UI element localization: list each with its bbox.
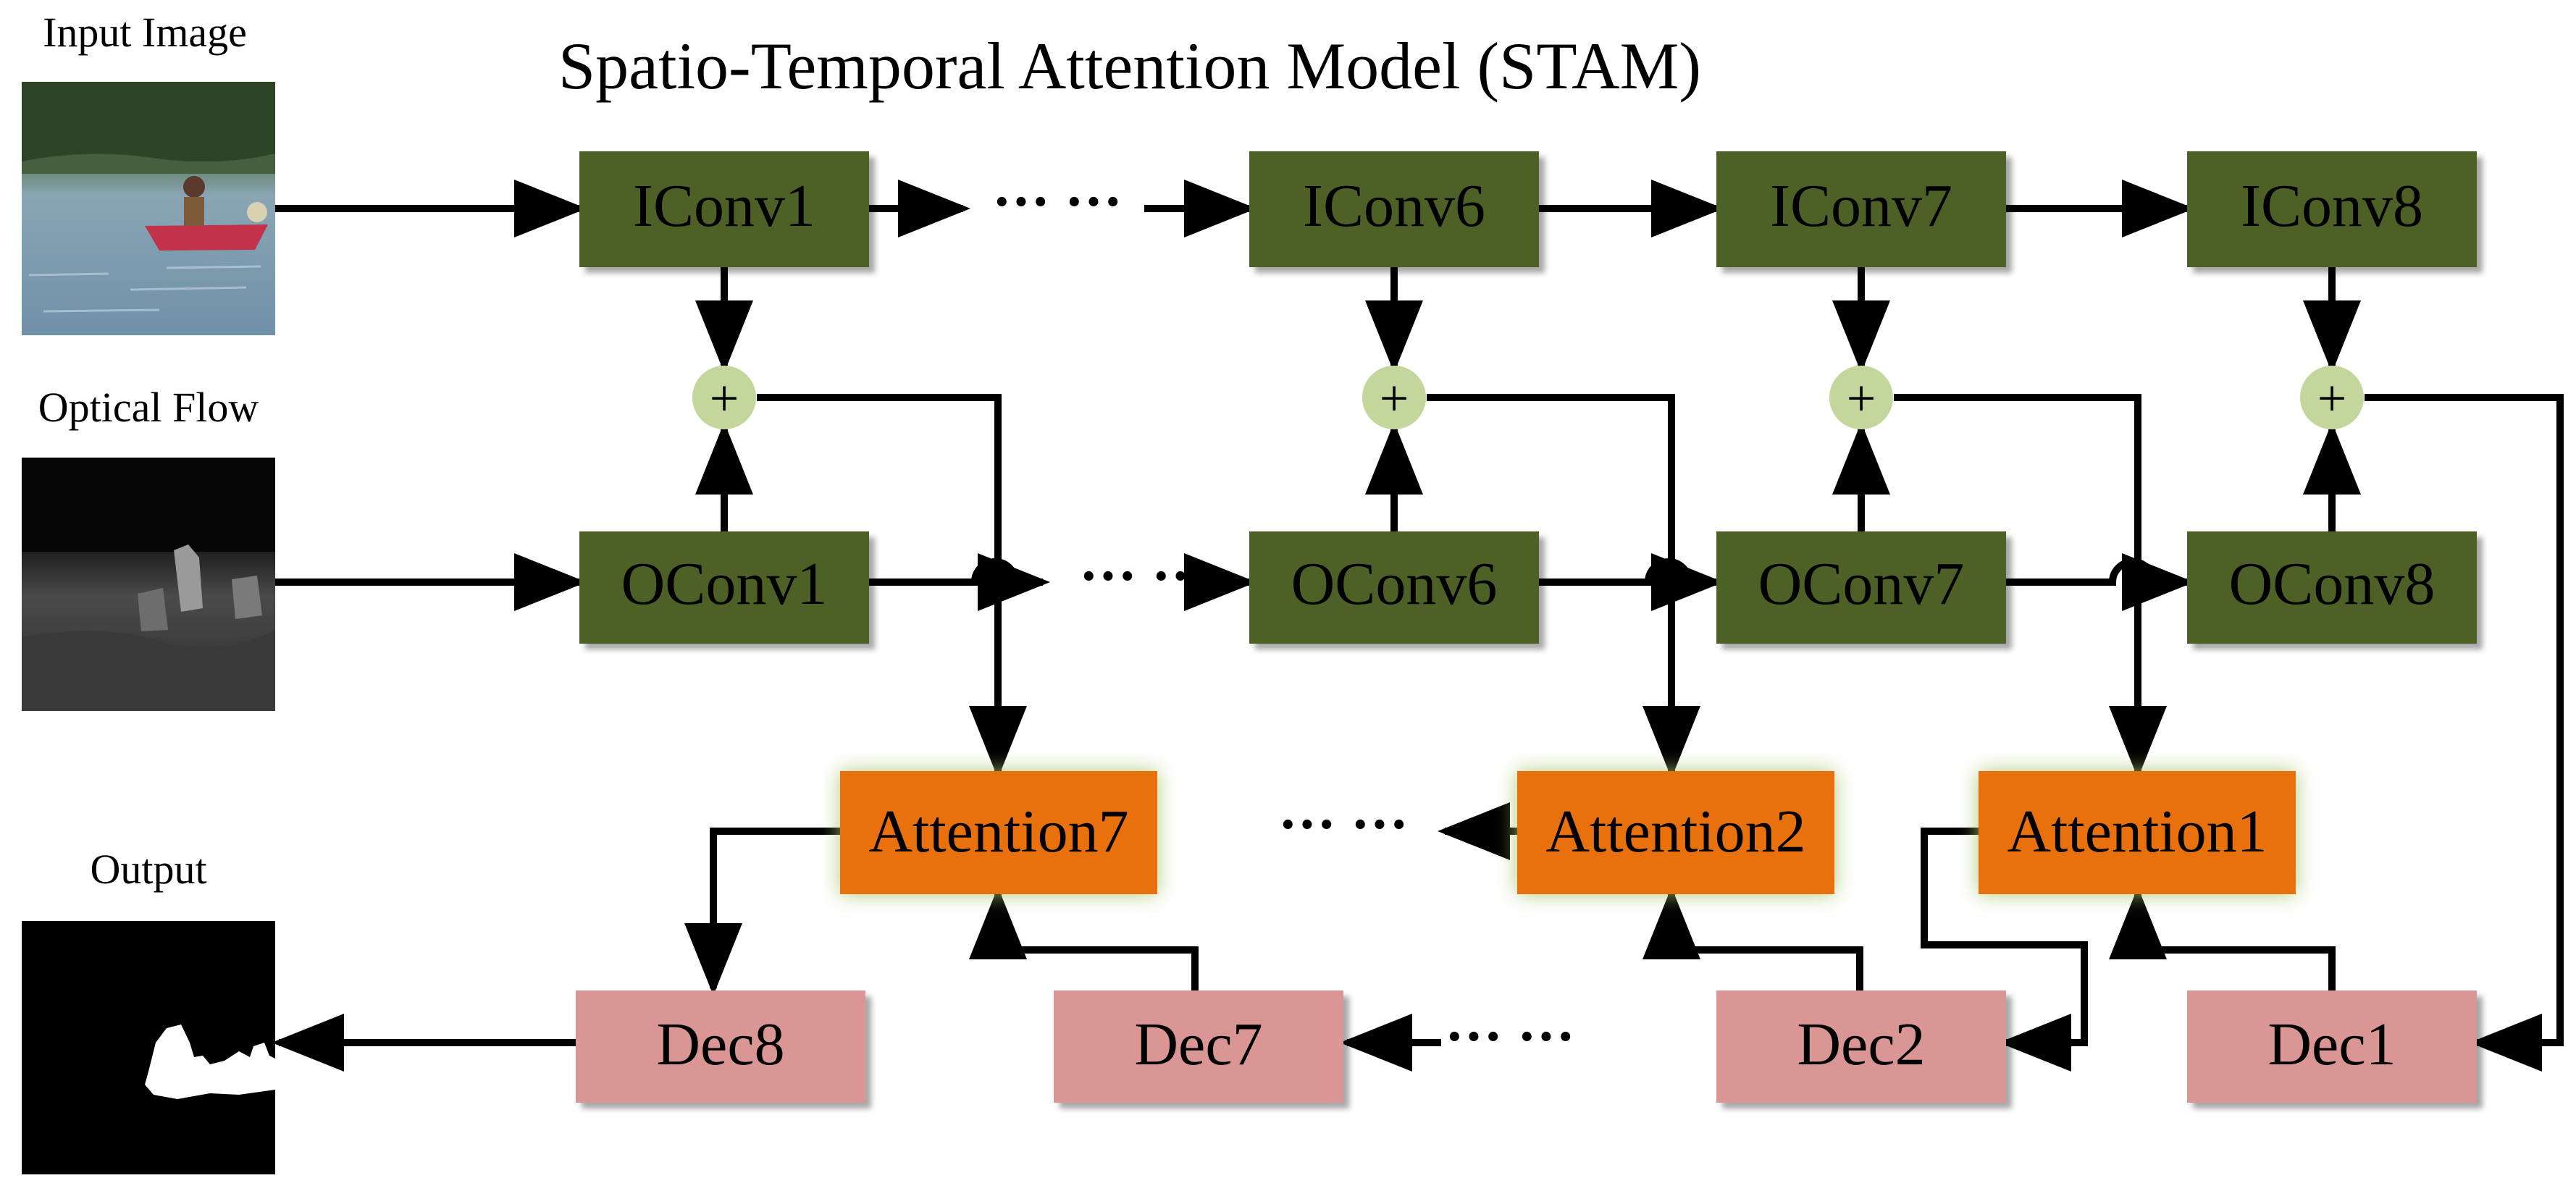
dec2-block: Dec2: [1716, 990, 2006, 1103]
input-image-thumbnail: [22, 82, 275, 335]
dec1-label: Dec1: [2267, 1011, 2396, 1078]
iconv7-label: IConv7: [1770, 172, 1952, 240]
attention1-block: Attention1: [1979, 771, 2296, 894]
oconv1-label: OConv1: [621, 550, 828, 618]
dec7-label: Dec7: [1134, 1011, 1262, 1078]
iconv8-block: IConv8: [2187, 151, 2477, 267]
ellipsis-image-row: ··· ···: [992, 170, 1123, 234]
oconv8-block: OConv8: [2187, 531, 2477, 644]
sum-node-3: +: [1829, 366, 1893, 429]
sum-node-3-symbol: +: [1847, 369, 1876, 427]
sum-node-2: +: [1362, 366, 1426, 429]
sum-node-1: +: [692, 366, 756, 429]
sum-node-2-symbol: +: [1380, 369, 1409, 427]
attention7-block: Attention7: [840, 771, 1157, 894]
sum-node-4-symbol: +: [2317, 369, 2347, 427]
ellipsis-attention-row: ··· ···: [1278, 793, 1409, 857]
oconv7-label: OConv7: [1758, 550, 1965, 618]
input-image-label: Input Image: [43, 9, 247, 56]
oconv1-block: OConv1: [579, 531, 869, 644]
iconv8-label: IConv8: [2241, 172, 2423, 240]
attention2-block: Attention2: [1517, 771, 1834, 894]
optical-flow-thumbnail: [22, 458, 275, 711]
diagram-title: Spatio-Temporal Attention Model (STAM): [558, 29, 1701, 103]
oconv8-label: OConv8: [2229, 550, 2436, 618]
output-label: Output: [90, 846, 206, 893]
oconv7-block: OConv7: [1716, 531, 2006, 644]
iconv6-block: IConv6: [1249, 151, 1539, 267]
sum-node-1-symbol: +: [710, 369, 739, 427]
oconv6-block: OConv6: [1249, 531, 1539, 644]
dec7-block: Dec7: [1054, 990, 1343, 1103]
output-mask-thumbnail: [22, 921, 275, 1174]
attention2-label: Attention2: [1545, 798, 1805, 865]
dec2-label: Dec2: [1797, 1011, 1925, 1078]
optical-flow-label: Optical Flow: [38, 384, 259, 431]
iconv7-block: IConv7: [1716, 151, 2006, 267]
dec8-label: Dec8: [656, 1011, 784, 1078]
dec1-block: Dec1: [2187, 990, 2477, 1103]
ellipsis-flow-row: ··· ···: [1079, 544, 1209, 608]
connectors: [272, 180, 2564, 1072]
sum-node-4: +: [2300, 366, 2364, 429]
iconv1-label: IConv1: [633, 172, 815, 240]
attention1-label: Attention1: [2007, 798, 2267, 865]
attention7-label: Attention7: [868, 798, 1128, 865]
ellipsis-decoder-row: ··· ···: [1445, 1005, 1575, 1069]
dec8-block: Dec8: [576, 990, 865, 1103]
iconv6-label: IConv6: [1303, 172, 1485, 240]
iconv1-block: IConv1: [579, 151, 869, 267]
oconv6-label: OConv6: [1291, 550, 1498, 618]
